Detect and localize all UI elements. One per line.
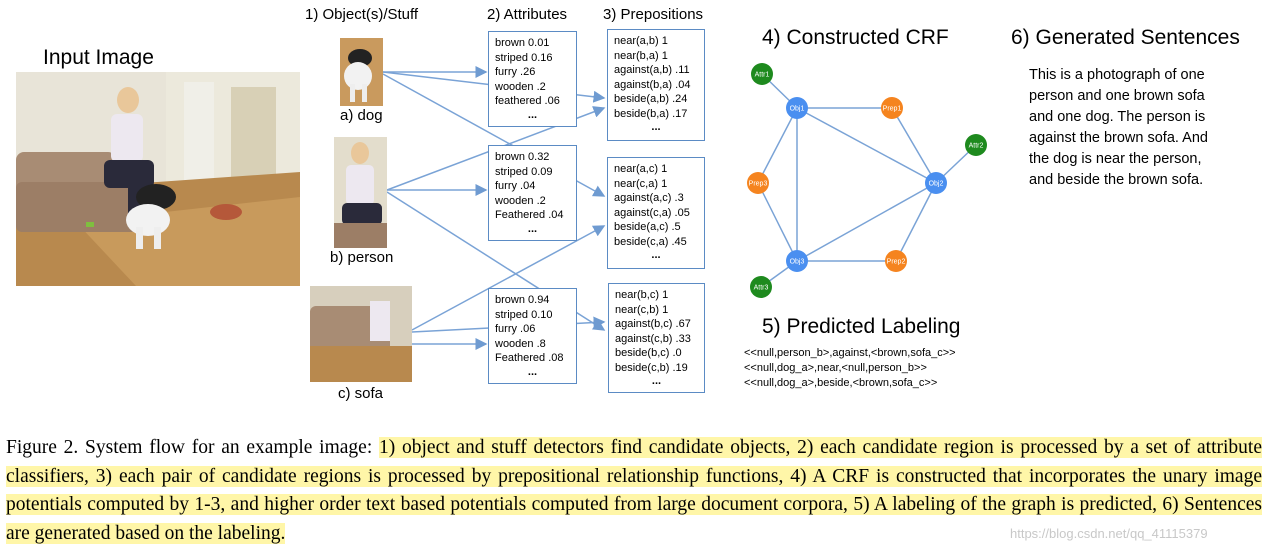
sentence-line: and beside the brown sofa. xyxy=(1029,172,1204,188)
attribute-box-dog: brown 0.01 striped 0.16 furry .26 wooden… xyxy=(488,31,577,127)
attribute-value: feathered .06 xyxy=(495,95,560,107)
ellipsis: ... xyxy=(527,365,538,378)
preposition-value: near(b,a) 1 xyxy=(614,49,668,62)
preposition-value: against(b,a) .04 xyxy=(614,78,691,91)
ellipsis: ... xyxy=(651,249,661,261)
obj3-node xyxy=(786,250,808,272)
attribute-value: furry .06 xyxy=(495,323,536,335)
preposition-value: against(c,b) .33 xyxy=(615,332,691,345)
sentence-line: against the brown sofa. And xyxy=(1029,130,1208,146)
attribute-value: wooden .2 xyxy=(495,80,546,93)
preposition-value: against(a,b) .11 xyxy=(614,64,690,76)
watermark: https://blog.csdn.net/qq_41115379 xyxy=(1010,526,1208,541)
preposition-value: beside(b,c) .0 xyxy=(615,347,682,359)
preposition-value: beside(a,c) .5 xyxy=(614,221,681,233)
attr1-node xyxy=(751,63,773,85)
sentence-line: and one dog. The person is xyxy=(1029,109,1206,125)
attribute-box-person: brown 0.32 striped 0.09 furry .04 wooden… xyxy=(488,145,577,241)
preposition-value: beside(a,b) .24 xyxy=(614,93,688,105)
ellipsis: ... xyxy=(527,222,538,235)
sentence-line: This is a photograph of one xyxy=(1029,67,1205,83)
obj2-node xyxy=(925,172,947,194)
dog-label: a) dog xyxy=(340,107,383,124)
attribute-value: wooden .8 xyxy=(495,337,546,350)
crf-graph: Attr1 Obj1 Prep1 Attr2 Prep3 Obj2 Obj3 P… xyxy=(747,63,987,298)
person-crop xyxy=(334,137,387,248)
attribute-value: furry .04 xyxy=(495,180,536,192)
preposition-box-1: near(a,b) 1 near(b,a) 1 against(a,b) .11… xyxy=(607,29,705,141)
obj1-node-label: Obj1 xyxy=(790,106,805,113)
sentence-line: person and one brown sofa xyxy=(1029,88,1205,104)
objects-header: 1) Object(s)/Stuff xyxy=(305,6,419,23)
prep1-node-label: Prep1 xyxy=(883,106,902,113)
attributes-header: 2) Attributes xyxy=(487,6,568,23)
labeling-line: <<null,person_b>,against,<brown,sofa_c>> xyxy=(744,347,956,359)
sentences-header: 6) Generated Sentences xyxy=(1011,26,1240,49)
input-image-title: Input Image xyxy=(43,46,154,69)
preposition-box-2: near(a,c) 1 near(c,a) 1 against(a,c) .3 … xyxy=(607,157,705,269)
dog-crop xyxy=(340,38,383,106)
prep2-node-label: Prep2 xyxy=(887,259,906,266)
attribute-value: brown 0.94 xyxy=(495,294,550,306)
attribute-value: furry .26 xyxy=(495,66,536,78)
preposition-value: near(b,c) 1 xyxy=(615,289,669,301)
preposition-value: near(a,b) 1 xyxy=(614,35,668,47)
preposition-box-3: near(b,c) 1 near(c,b) 1 against(b,c) .67… xyxy=(608,283,705,393)
sentence-line: the dog is near the person, xyxy=(1029,151,1202,167)
caption-prefix: Figure 2. System flow for an example ima… xyxy=(6,437,373,458)
preposition-value: near(c,b) 1 xyxy=(615,303,669,316)
attribute-value: striped 0.10 xyxy=(495,308,553,321)
attribute-value: Feathered .08 xyxy=(495,352,564,364)
attribute-box-sofa: brown 0.94 striped 0.10 furry .06 wooden… xyxy=(488,288,577,384)
ellipsis: ... xyxy=(651,375,662,387)
attribute-value: brown 0.32 xyxy=(495,151,550,163)
preposition-value: against(a,c) .3 xyxy=(614,192,684,204)
obj3-node-label: Obj3 xyxy=(790,259,805,266)
preposition-value: against(b,c) .67 xyxy=(615,318,691,330)
crf-header: 4) Constructed CRF xyxy=(762,26,949,49)
prep3-node-label: Prep3 xyxy=(749,181,768,188)
attribute-value: striped 0.09 xyxy=(495,165,553,178)
labeling-header: 5) Predicted Labeling xyxy=(762,315,961,338)
obj1-node xyxy=(786,97,808,119)
prep1-node xyxy=(881,97,903,119)
preposition-value: beside(b,a) .17 xyxy=(614,107,688,120)
attribute-value: striped 0.16 xyxy=(495,51,553,64)
attr2-node-label: Attr2 xyxy=(969,143,984,150)
attr3-node xyxy=(750,276,772,298)
obj2-node-label: Obj2 xyxy=(929,181,944,188)
person-label: b) person xyxy=(330,249,394,266)
attribute-value: wooden .2 xyxy=(495,194,546,207)
attribute-value: Feathered .04 xyxy=(495,209,564,221)
preposition-value: near(a,c) 1 xyxy=(614,163,668,175)
labeling-line: <<null,dog_a>,beside,<brown,sofa_c>> xyxy=(744,377,938,389)
prepositions-header: 3) Prepositions xyxy=(603,6,704,23)
preposition-value: beside(c,a) .45 xyxy=(614,235,687,248)
preposition-value: near(c,a) 1 xyxy=(614,177,668,190)
attr1-node-label: Attr1 xyxy=(755,72,770,79)
attr3-node-label: Attr3 xyxy=(754,285,769,292)
preposition-value: beside(c,b) .19 xyxy=(615,361,688,374)
preposition-value: against(c,a) .05 xyxy=(614,206,690,219)
prep3-node xyxy=(747,172,769,194)
labeling-line: <<null,dog_a>,near,<null,person_b>> xyxy=(744,362,927,374)
ellipsis: ... xyxy=(527,108,538,121)
attribute-value: brown 0.01 xyxy=(495,37,550,49)
figure-caption: Figure 2. System flow for an example ima… xyxy=(6,434,1263,548)
predicted-labeling: <<null,person_b>,against,<brown,sofa_c>>… xyxy=(744,346,956,391)
sofa-label: c) sofa xyxy=(338,385,384,402)
generated-sentences: This is a photograph of one person and o… xyxy=(1029,65,1208,191)
input-photo xyxy=(16,72,300,286)
ellipsis: ... xyxy=(651,121,661,133)
attr2-node xyxy=(965,134,987,156)
sofa-crop xyxy=(310,286,412,382)
prep2-node xyxy=(885,250,907,272)
